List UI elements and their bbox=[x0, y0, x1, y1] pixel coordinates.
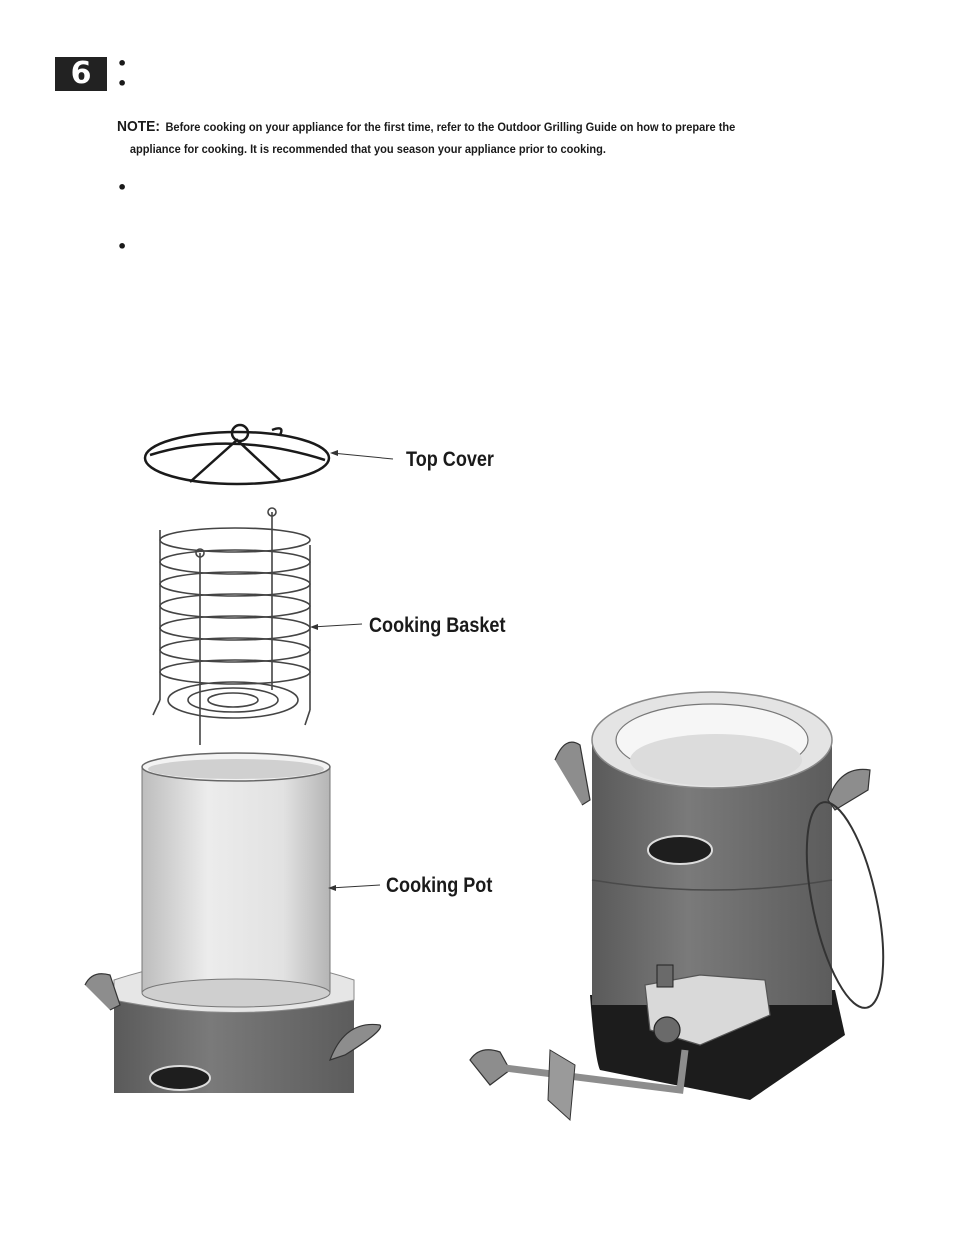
bullet-icon: • bbox=[117, 74, 128, 93]
cooking-basket-label: Cooking Basket bbox=[369, 614, 506, 637]
cooking-basket-leader bbox=[311, 623, 363, 628]
cooking-pot-label: Cooking Pot bbox=[386, 874, 493, 897]
note-line-2: appliance for cooking. It is recommended… bbox=[129, 142, 606, 156]
step-number-badge: 6 bbox=[55, 57, 107, 91]
note-line-1: Before cooking on your appliance for the… bbox=[165, 120, 736, 134]
cooking-pot-illustration bbox=[141, 752, 331, 1008]
bullet-icon: • bbox=[117, 178, 128, 197]
top-cover-illustration bbox=[143, 423, 331, 486]
cooking-pot-leader bbox=[329, 884, 381, 889]
top-cover-leader bbox=[331, 452, 394, 460]
note-paragraph: NOTE: Before cooking on your appliance fo… bbox=[117, 116, 816, 160]
top-cover-label: Top Cover bbox=[406, 448, 494, 471]
note-label: NOTE: bbox=[117, 118, 160, 135]
bullet-icon: • bbox=[117, 237, 128, 256]
assembled-appliance-illustration bbox=[469, 691, 885, 1122]
cooking-basket-illustration bbox=[152, 507, 311, 745]
bullet-icon: • bbox=[117, 54, 128, 73]
